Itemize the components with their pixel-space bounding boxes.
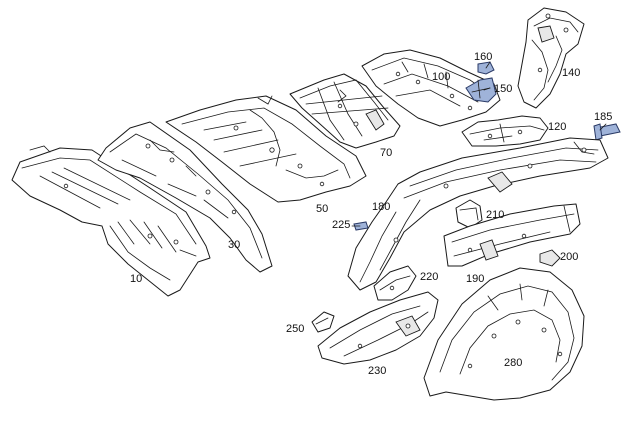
- label-part-50[interactable]: 50: [316, 203, 328, 215]
- part-225-drawing[interactable]: [353, 221, 369, 231]
- part-labels: 10 30 50 70 100 120 140 150 160 180 185 …: [130, 51, 612, 377]
- label-part-160[interactable]: 160: [474, 51, 492, 63]
- leader-lines: [351, 61, 607, 227]
- label-part-120[interactable]: 120: [548, 121, 566, 133]
- label-part-220[interactable]: 220: [420, 271, 438, 283]
- leader-150: [483, 87, 491, 91]
- part-120-drawing[interactable]: [461, 115, 549, 147]
- part-185-drawing[interactable]: [593, 123, 621, 141]
- part-210-drawing[interactable]: [455, 199, 483, 229]
- label-part-30[interactable]: 30: [228, 239, 240, 251]
- label-part-100[interactable]: 100: [432, 71, 450, 83]
- label-part-70[interactable]: 70: [380, 147, 392, 159]
- part-280-drawing[interactable]: [423, 267, 585, 401]
- label-part-250[interactable]: 250: [286, 323, 304, 335]
- label-part-200[interactable]: 200: [560, 251, 578, 263]
- part-220-drawing[interactable]: [373, 265, 417, 301]
- part-70-drawing[interactable]: [289, 73, 401, 149]
- label-part-210[interactable]: 210: [486, 209, 504, 221]
- part-140-drawing[interactable]: [517, 7, 585, 109]
- part-230-drawing[interactable]: [317, 291, 439, 365]
- label-part-190[interactable]: 190: [466, 273, 484, 285]
- label-part-140[interactable]: 140: [562, 67, 580, 79]
- part-180-drawing[interactable]: [347, 137, 609, 291]
- label-part-230[interactable]: 230: [368, 365, 386, 377]
- label-part-180[interactable]: 180: [372, 201, 390, 213]
- label-part-185[interactable]: 185: [594, 111, 612, 123]
- label-part-225[interactable]: 225: [332, 219, 350, 231]
- label-part-280[interactable]: 280: [504, 357, 522, 369]
- leader-185: [599, 123, 607, 131]
- part-250-drawing[interactable]: [311, 311, 335, 333]
- part-30-drawing[interactable]: [97, 121, 273, 273]
- leader-160: [485, 61, 491, 69]
- label-part-150[interactable]: 150: [494, 83, 512, 95]
- part-50-drawing[interactable]: [165, 95, 367, 203]
- part-150-drawing[interactable]: [465, 77, 497, 103]
- part-200-drawing[interactable]: [539, 249, 561, 267]
- label-part-10[interactable]: 10: [130, 273, 142, 285]
- part-10-drawing[interactable]: [11, 145, 211, 297]
- part-190-drawing[interactable]: [443, 203, 581, 267]
